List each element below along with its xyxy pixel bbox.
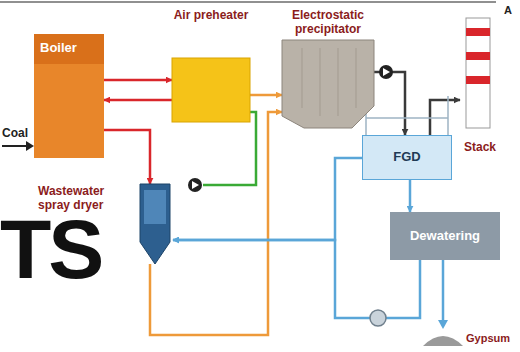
stack-box: Stack [460, 18, 500, 158]
flow-line [104, 130, 150, 184]
node-label: Boiler [34, 34, 104, 55]
flow-line [374, 72, 405, 135]
node-label: Stack [460, 140, 500, 154]
fan-symbol [379, 65, 393, 79]
gypsum-pile [423, 336, 463, 346]
node-label: Wastewater spray dryer [38, 184, 132, 212]
gypsum-discharge-arrowhead [438, 320, 448, 329]
fgd-box: FGD [362, 135, 452, 180]
fan-symbol [188, 178, 202, 192]
node-label: FGD [362, 135, 452, 164]
gypsum-discharge-line [442, 260, 445, 322]
flow-line [173, 240, 420, 318]
air-inlet-line [203, 112, 256, 185]
input-label: Coal [2, 126, 28, 140]
air-preheater-box-shape [172, 8, 250, 122]
flow-line [173, 158, 362, 240]
flow-line [409, 180, 412, 212]
stack-box-shape [460, 18, 500, 158]
node-label: Air preheater [172, 8, 250, 22]
fan-symbol-mark [383, 68, 390, 76]
flow-line [250, 94, 282, 97]
node-label: Dewatering [390, 212, 500, 243]
precipitator-box: Electrostatic precipitator [282, 8, 374, 132]
fan-symbol-mark [192, 181, 199, 189]
flow-line [104, 79, 172, 82]
page-marker: A [504, 4, 512, 16]
coal-feed-line [2, 145, 28, 147]
coal-feed-arrowhead [26, 141, 34, 151]
fgd-vessel [366, 96, 448, 135]
air-preheater-box: Air preheater [172, 8, 250, 122]
header-rule [0, 1, 496, 2]
node-label: Electrostatic precipitator [282, 8, 374, 36]
dewatering-box: Dewatering [390, 212, 500, 260]
headline-fragment: TS [0, 214, 101, 285]
output-label: Gypsum [466, 332, 510, 344]
boiler-box: Boiler [34, 34, 104, 158]
pump-symbol [370, 310, 386, 326]
flow-line [104, 99, 172, 102]
